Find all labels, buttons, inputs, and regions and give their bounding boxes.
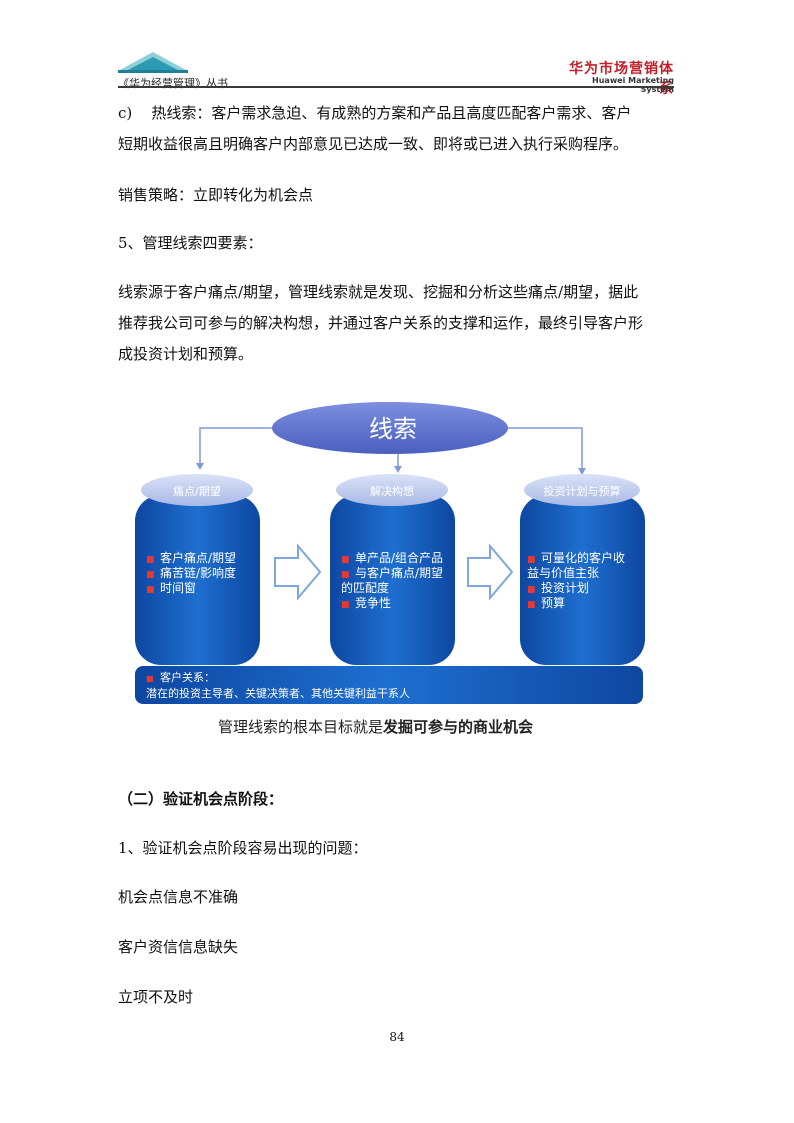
text-line: 短期收益很高且明确客户内部意见已达成一致、即将或已进入执行采购程序。 — [118, 135, 629, 153]
diagram-caption: 管理线索的根本目标就是发掘可参与的商业机会 — [218, 716, 578, 737]
pillar-cap — [524, 474, 640, 506]
paragraph-four-elements: 5、管理线索四要素： — [118, 234, 263, 252]
pillar-item: 单产品/组合产品 — [355, 550, 443, 565]
text-line: 线索源于客户痛点/期望，管理线索就是发现、挖掘和分析这些痛点/期望，据此 — [118, 283, 639, 301]
pillar-item: 的匹配度 — [341, 580, 389, 595]
center-ellipse — [272, 402, 508, 454]
logo-icon — [118, 48, 188, 78]
pillar-solution — [330, 495, 455, 665]
bullet-icon: ■ — [341, 570, 350, 580]
bullet-icon: ■ — [527, 600, 536, 610]
paragraph-strategy: 销售策略：立即转化为机会点 — [118, 186, 314, 204]
pillar-item: 投资计划 — [541, 580, 589, 595]
pillar-item: 客户痛点/期望 — [160, 550, 236, 565]
bar-title: 客户关系： — [160, 670, 215, 684]
text-line: 成投资计划和预算。 — [118, 345, 254, 363]
paragraph-issues: 1、验证机会点阶段容易出现的问题： — [118, 839, 368, 857]
bullet-icon: ■ — [341, 600, 350, 610]
center-label: 线索 — [369, 415, 417, 443]
series-title: 《华为经营管理》丛书 — [118, 77, 228, 90]
issue-item: 立项不及时 — [118, 988, 194, 1006]
issue-item: 客户资信信息缺失 — [118, 938, 239, 956]
page-number: 84 — [389, 1030, 405, 1044]
pillar-cap — [336, 474, 448, 506]
paragraph-lead-desc: 线索源于客户痛点/期望，管理线索就是发现、挖掘和分析这些痛点/期望，据此 推荐我… — [118, 277, 678, 370]
pillar-cap — [141, 474, 253, 506]
pillar-item: 痛苦链/影响度 — [160, 565, 236, 580]
pillar-pain-points — [135, 495, 260, 665]
issue-item: 机会点信息不准确 — [118, 888, 239, 906]
bullet-icon: ■ — [527, 555, 536, 565]
bullet-icon: ■ — [146, 555, 155, 565]
bar-text: 潜在的投资主导者、关键决策者、其他关键利益干系人 — [146, 686, 410, 700]
pillar-investment — [520, 495, 645, 665]
pillar-item: 可量化的客户收 — [541, 550, 625, 565]
caption-text: 管理线索的根本目标就是 — [218, 718, 384, 736]
brand-title: 华为市场营销体系 — [569, 61, 674, 97]
caption-bold-text: 发掘可参与的商业机会 — [383, 718, 534, 736]
brand-subtitle: Huawei Marketing System — [592, 76, 674, 94]
connector-lines — [199, 427, 583, 470]
pillar-item: 时间窗 — [160, 581, 196, 595]
bullet-icon: ■ — [146, 585, 155, 595]
arrow-right-icon — [274, 543, 322, 601]
pillar-item: 预算 — [541, 595, 565, 610]
arrow-right-icon — [467, 543, 514, 601]
pillar-item: 竞争性 — [355, 596, 391, 610]
pillar-title: 痛点/期望 — [173, 484, 221, 498]
pillar-item: 与客户痛点/期望 — [355, 565, 443, 580]
pillar-title: 投资计划与预算 — [544, 484, 621, 498]
pillar-item: 益与价值主张 — [527, 565, 599, 580]
pillar-title: 解决构想 — [370, 484, 414, 498]
customer-relationship-bar — [135, 666, 643, 704]
text-line: 推荐我公司可参与的解决构想，并通过客户关系的支撑和运作，最终引导客户形 — [118, 314, 644, 332]
header-divider — [118, 86, 674, 88]
bullet-icon: ■ — [146, 570, 155, 580]
paragraph-hot-lead: c) 热线索：客户需求急迫、有成熟的方案和产品且高度匹配客户需求、客户 短期收益… — [118, 98, 678, 160]
text-line: c) 热线索：客户需求急迫、有成熟的方案和产品且高度匹配客户需求、客户 — [118, 104, 632, 122]
lead-management-diagram: 线索 痛点/期望 ■ 客户痛点/期望 ■ 痛苦链/影响度 ■ 时间窗 解决构想 … — [130, 400, 650, 714]
section-heading: （二）验证机会点阶段： — [118, 790, 284, 808]
bullet-icon: ■ — [146, 674, 154, 683]
bullet-icon: ■ — [527, 585, 536, 595]
bullet-icon: ■ — [341, 555, 350, 565]
